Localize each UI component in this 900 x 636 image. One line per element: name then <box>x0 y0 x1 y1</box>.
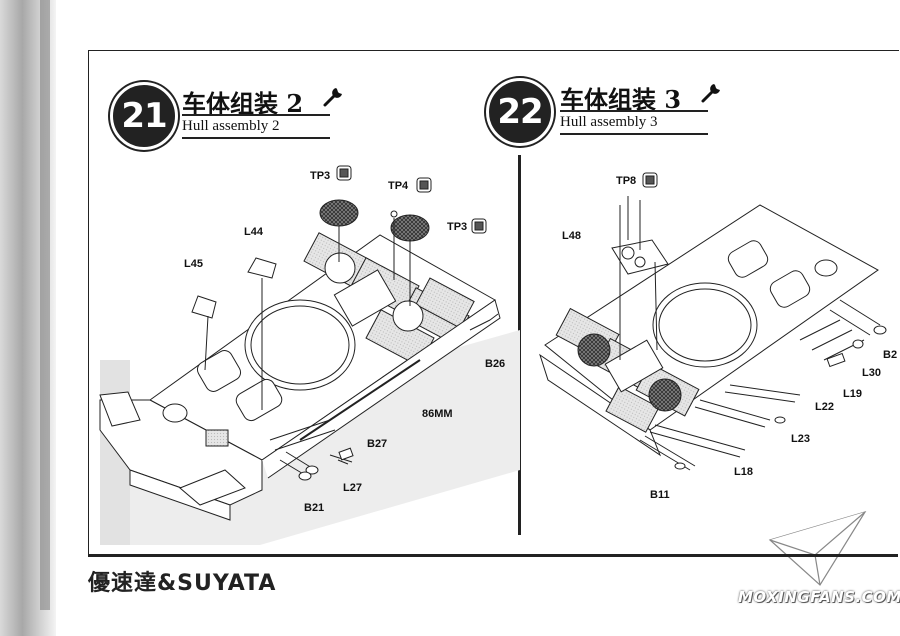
callout-b21: B21 <box>304 502 325 514</box>
callout-b27: B27 <box>367 438 388 450</box>
dimension-label: 86MM <box>422 408 453 420</box>
step-22-hull-drawing <box>539 196 887 471</box>
paint-part-icon <box>471 218 487 234</box>
paint-part-icon <box>642 172 658 188</box>
callout-tp4: TP4 <box>388 180 409 192</box>
step-21-front-parts <box>269 419 354 481</box>
callout-l48: L48 <box>562 230 581 242</box>
step-21-title-rule <box>182 114 330 116</box>
callout-l45: L45 <box>184 258 203 270</box>
step-22-rear-parts <box>799 299 887 368</box>
callout-l27: L27 <box>343 482 362 494</box>
callout-l19: L19 <box>843 388 862 400</box>
scan-shadow <box>40 0 50 610</box>
callout-l30: L30 <box>862 367 881 379</box>
paper-plane-logo <box>768 510 867 586</box>
step-21-title-en: Hull assembly 2 <box>182 118 280 134</box>
step-22-badge: 22 <box>486 78 554 146</box>
callout-tp3: TP3 <box>447 221 468 233</box>
brand-logo: 優速達&SUYATA <box>88 571 277 596</box>
step-21-badge: 21 <box>110 82 178 150</box>
wrench-icon <box>323 88 342 107</box>
step-22-title-rule <box>560 110 708 112</box>
callout-tp8: TP8 <box>616 175 637 187</box>
callout-b2: B2 <box>883 349 898 361</box>
callout-l23: L23 <box>791 433 810 445</box>
paint-part-icon <box>416 177 432 193</box>
callout-l44: L44 <box>244 226 263 238</box>
step-22-title-zh: 车体组装 3 <box>560 85 682 114</box>
site-watermark: MOXINGFANS.COM <box>738 588 900 606</box>
callout-l22: L22 <box>815 401 834 413</box>
page-frame <box>88 50 899 555</box>
step-21-title-zh: 车体组装 2 <box>182 89 304 118</box>
step-21-subtitle-rule <box>182 137 330 139</box>
step-22-title-en: Hull assembly 3 <box>560 114 658 130</box>
callout-b26: B26 <box>485 358 506 370</box>
step-21-hull-drawing <box>99 199 520 545</box>
callout-tp3: TP3 <box>310 170 331 182</box>
step-22-subtitle-rule <box>560 133 708 135</box>
step-22-side-tools <box>639 384 801 471</box>
callout-b11: B11 <box>650 489 670 501</box>
footer-rule <box>88 554 898 557</box>
callout-l18: L18 <box>734 466 753 478</box>
paint-part-icon <box>336 165 352 181</box>
wrench-icon <box>701 84 720 103</box>
